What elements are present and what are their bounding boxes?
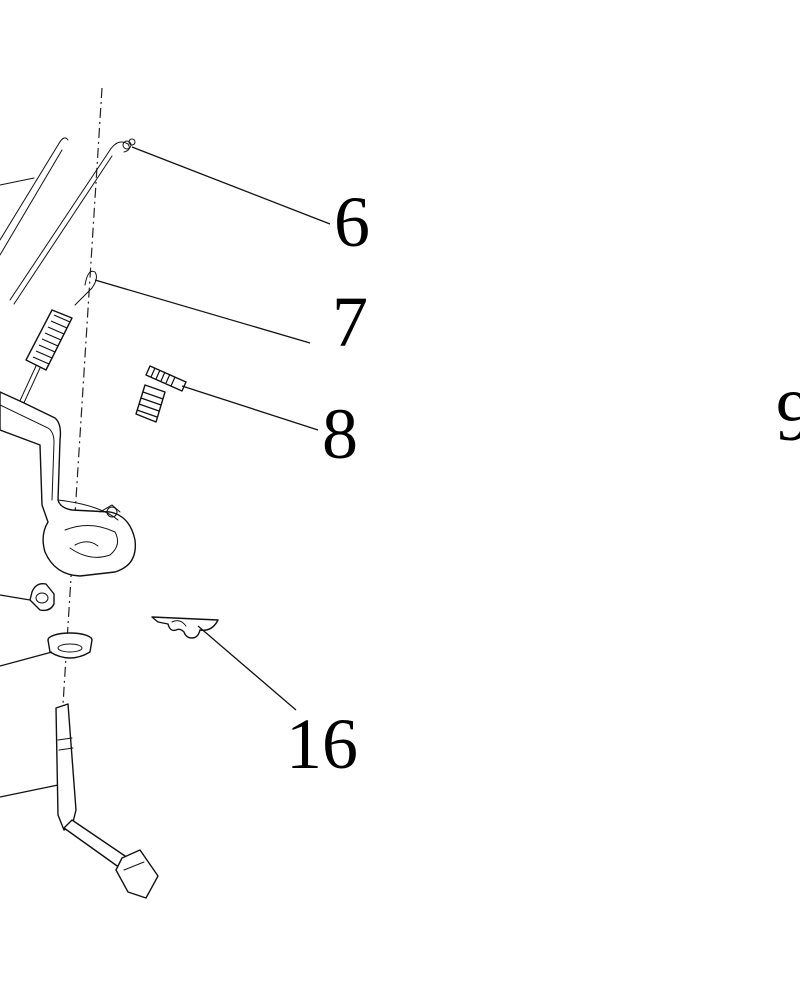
leader-line-7	[94, 279, 311, 344]
callout-7: 7	[332, 282, 368, 362]
rod-assembly	[0, 137, 136, 305]
compression-spring	[135, 365, 187, 423]
bushing	[0, 632, 93, 667]
callout-6: 6	[334, 182, 370, 262]
callout-9: 9	[776, 376, 800, 456]
leader-line-16	[197, 625, 297, 711]
leader-line-8	[181, 385, 319, 431]
assembly-centerline	[61, 87, 103, 721]
leader-line-6	[131, 146, 331, 225]
pedal-bracket	[0, 391, 137, 577]
callout-8: 8	[322, 394, 358, 474]
spring-hook	[74, 270, 97, 306]
callout-16: 16	[286, 704, 358, 784]
extension-spring	[17, 309, 73, 408]
nut	[0, 582, 55, 612]
pedal-shaft	[0, 703, 159, 899]
